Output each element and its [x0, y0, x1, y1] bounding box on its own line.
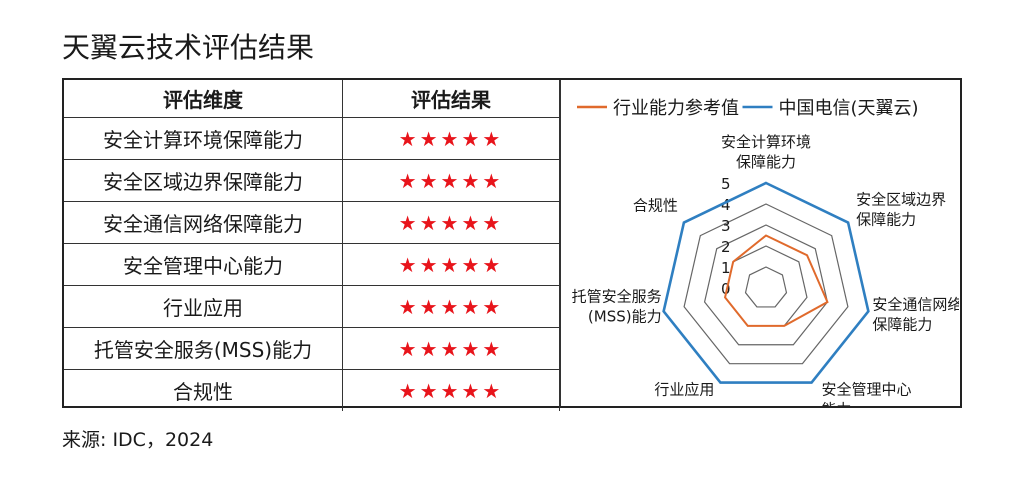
- grid-ring: [703, 224, 829, 346]
- axis-label: 保障能力: [736, 153, 796, 171]
- dimension-cell: 安全通信网络保障能力: [64, 201, 343, 244]
- star-rating: ★★★★★: [342, 201, 560, 244]
- table-row: 安全通信网络保障能力 ★★★★★: [64, 201, 560, 244]
- grid-ring: [662, 182, 870, 384]
- tick-label: 5: [721, 175, 731, 193]
- table-row: 托管安全服务(MSS)能力 ★★★★★: [64, 327, 560, 370]
- star-rating: ★★★★★: [342, 285, 560, 328]
- evaluation-table: 评估维度 评估结果 安全计算环境保障能力 ★★★★★ 安全区域边界保障能力 ★★…: [64, 80, 560, 411]
- dimension-cell: 合规性: [64, 369, 343, 411]
- tick-label: 2: [721, 238, 731, 256]
- star-rating: ★★★★★: [342, 327, 560, 370]
- axis-label: 保障能力: [872, 315, 932, 333]
- star-rating: ★★★★★: [342, 243, 560, 286]
- legend-label: 行业能力参考值: [613, 98, 739, 119]
- axis-label: 安全管理中心: [822, 381, 912, 399]
- axis-label: 托管安全服务: [572, 287, 662, 305]
- table-row: 合规性 ★★★★★: [64, 369, 560, 411]
- axis-label: (MSS)能力: [588, 307, 662, 325]
- table-row: 行业应用 ★★★★★: [64, 285, 560, 328]
- grid-ring: [744, 266, 788, 308]
- dimension-cell: 安全计算环境保障能力: [64, 117, 343, 160]
- axis-label: 安全区域边界: [856, 191, 946, 209]
- page-title: 天翼云技术评估结果: [62, 31, 315, 64]
- star-rating: ★★★★★: [342, 369, 560, 411]
- tick-label: 3: [721, 217, 731, 235]
- dimension-cell: 托管安全服务(MSS)能力: [64, 327, 343, 370]
- header-result: 评估结果: [342, 80, 560, 118]
- axis-label: 安全计算环境: [721, 133, 811, 151]
- table-row: 安全区域边界保障能力 ★★★★★: [64, 159, 560, 202]
- source-note: 来源: IDC，2024: [62, 429, 214, 451]
- grid-ring: [683, 203, 849, 365]
- table-row: 安全计算环境保障能力 ★★★★★: [64, 117, 560, 160]
- results-panel: 评估维度 评估结果 安全计算环境保障能力 ★★★★★ 安全区域边界保障能力 ★★…: [62, 78, 962, 411]
- dimension-cell: 行业应用: [64, 285, 343, 328]
- radar-chart: 行业能力参考值中国电信(天翼云)012345安全计算环境保障能力安全区域边界保障…: [572, 98, 959, 406]
- tick-label: 1: [721, 259, 731, 277]
- legend-label: 中国电信(天翼云): [779, 98, 919, 119]
- dimension-cell: 安全管理中心能力: [64, 243, 343, 286]
- tick-label: 4: [721, 196, 731, 214]
- series-polygon: [662, 181, 870, 384]
- axis-label: 行业应用: [654, 381, 714, 399]
- axis-label: 合规性: [633, 197, 678, 215]
- axis-label: 安全通信网络: [872, 295, 959, 313]
- series-polygon: [723, 234, 829, 327]
- axis-label: 保障能力: [856, 211, 916, 229]
- star-rating: ★★★★★: [342, 117, 560, 160]
- tick-label: 0: [721, 280, 731, 298]
- table-header-row: 评估维度 评估结果: [64, 80, 560, 118]
- axis-label: 能力: [822, 401, 852, 406]
- star-rating: ★★★★★: [342, 159, 560, 202]
- dimension-cell: 安全区域边界保障能力: [64, 159, 343, 202]
- table-row: 安全管理中心能力 ★★★★★: [64, 243, 560, 286]
- header-dimension: 评估维度: [64, 80, 343, 118]
